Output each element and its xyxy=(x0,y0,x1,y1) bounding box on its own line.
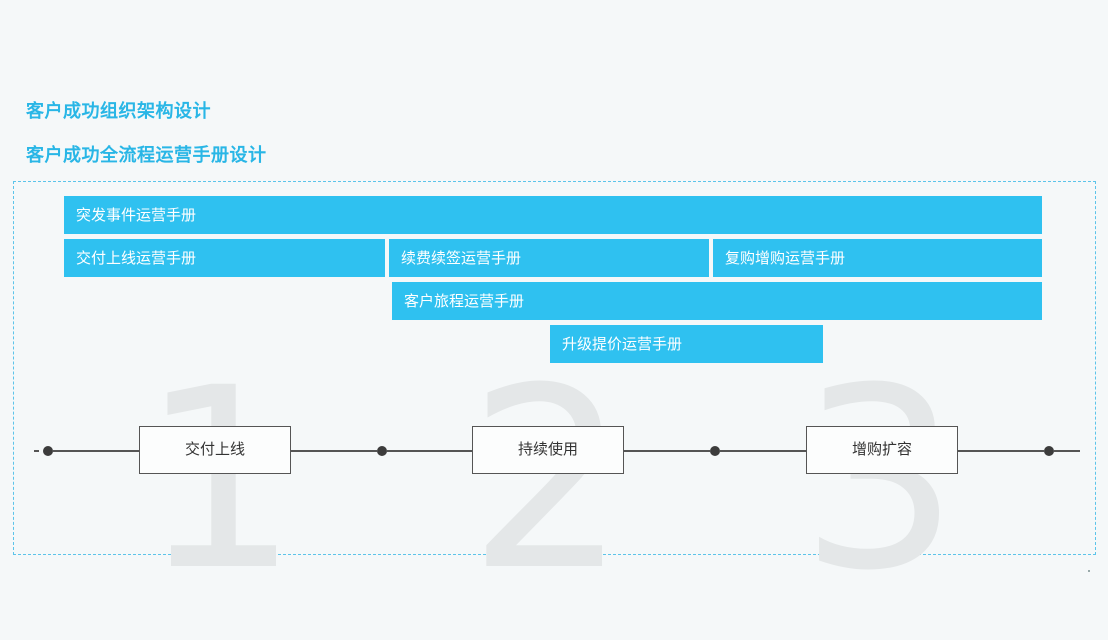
timeline-start-dash xyxy=(34,450,39,452)
timeline-segment xyxy=(291,450,377,452)
corner-mark xyxy=(1088,570,1090,572)
timeline-node xyxy=(710,446,720,456)
timeline-node-start xyxy=(43,446,53,456)
renewal-playbook-bar: 续费续签运营手册 xyxy=(389,239,709,277)
timeline-end-segment xyxy=(1054,450,1080,452)
stage-box-continued-use: 持续使用 xyxy=(472,426,624,474)
timeline-segment xyxy=(624,450,710,452)
delivery-launch-playbook-bar: 交付上线运营手册 xyxy=(64,239,385,277)
repurchase-playbook-bar: 复购增购运营手册 xyxy=(713,239,1042,277)
stage-number-1: 1 xyxy=(140,334,300,625)
upgrade-playbook-bar: 升级提价运营手册 xyxy=(550,325,823,363)
timeline-node-end xyxy=(1044,446,1054,456)
stage-box-delivery: 交付上线 xyxy=(139,426,291,474)
playbook-design-title: 客户成功全流程运营手册设计 xyxy=(26,145,267,166)
timeline-segment xyxy=(958,450,1044,452)
timeline-segment xyxy=(53,450,140,452)
sudden-event-playbook-bar: 突发事件运营手册 xyxy=(64,196,1042,234)
stage-number-2: 2 xyxy=(468,334,628,625)
timeline-node xyxy=(377,446,387,456)
diagram-frame xyxy=(13,181,1096,555)
stage-number-3: 3 xyxy=(800,334,960,625)
timeline-segment xyxy=(387,450,473,452)
customer-journey-playbook-bar: 客户旅程运营手册 xyxy=(392,282,1042,320)
timeline-segment xyxy=(720,450,807,452)
stage-box-expansion: 增购扩容 xyxy=(806,426,958,474)
org-design-title: 客户成功组织架构设计 xyxy=(26,101,211,122)
